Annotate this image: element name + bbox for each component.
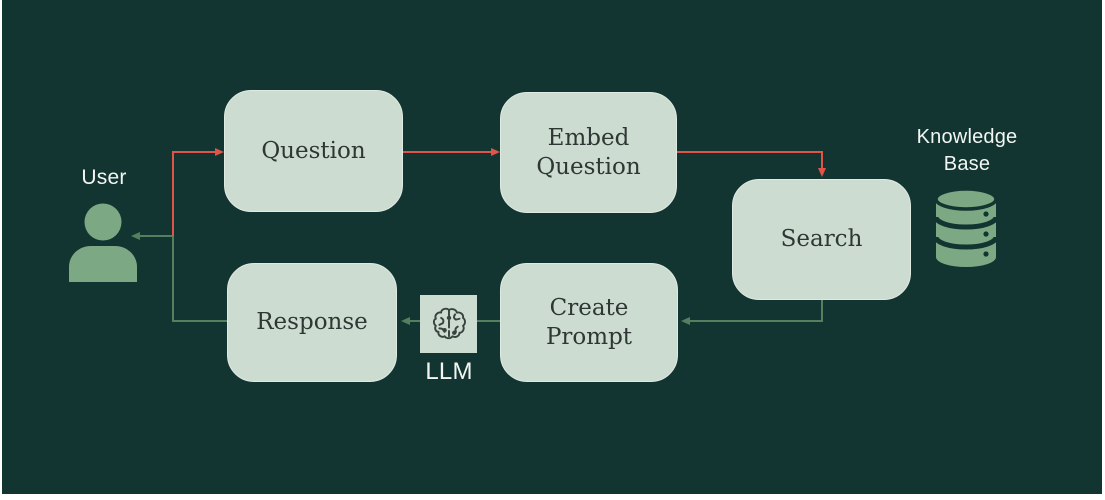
- llm-label: LLM: [425, 358, 473, 385]
- brain-circuit-icon: [432, 307, 466, 340]
- arrow-search-to-create-prompt: [681, 299, 823, 325]
- arrow-response-to-user: [131, 232, 227, 322]
- node-response-label: Response: [256, 309, 368, 336]
- knowledge-base-label: Knowledge Base: [916, 126, 1018, 175]
- node-create-prompt: Create Prompt: [500, 263, 678, 382]
- node-create-prompt-label: Create Prompt: [545, 294, 633, 350]
- node-response: Response: [227, 263, 397, 382]
- node-search: Search: [732, 179, 911, 300]
- node-question: Question: [224, 90, 403, 212]
- database-icon: [933, 186, 999, 270]
- arrow-embed-to-search: [677, 151, 826, 177]
- node-search-label: Search: [780, 226, 863, 253]
- user-icon: [68, 202, 140, 282]
- llm-chip: [420, 295, 477, 353]
- node-embed-question: Embed Question: [500, 92, 677, 213]
- node-embed-question-label: Embed Question: [536, 124, 641, 180]
- arrow-user-to-question: [172, 148, 224, 236]
- node-question-label: Question: [261, 137, 366, 164]
- user-label: User: [81, 166, 127, 189]
